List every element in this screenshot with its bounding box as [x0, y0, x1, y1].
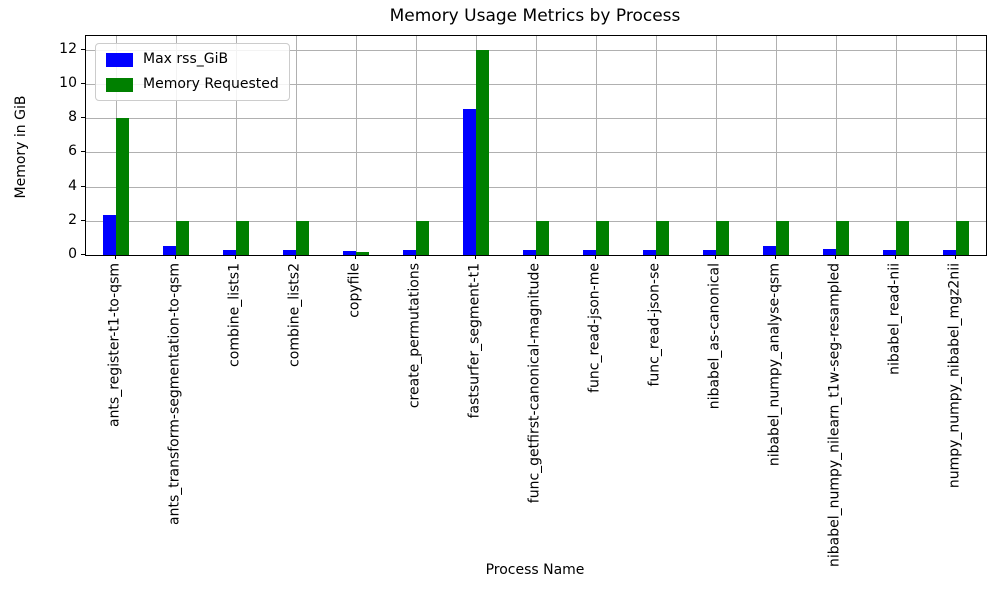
y-tick-mark: [81, 254, 85, 255]
y-tick-label: 8: [68, 109, 77, 126]
legend-item-memory-requested: Memory Requested: [106, 77, 279, 92]
y-tick-label: 12: [59, 40, 77, 57]
gridline-vertical: [416, 36, 417, 255]
x-tick-mark: [415, 255, 416, 259]
gridline-vertical: [296, 36, 297, 255]
y-tick-label: 6: [68, 143, 77, 160]
x-tick-mark: [475, 255, 476, 259]
y-tick-mark: [81, 151, 85, 153]
bar-max-rss: [643, 249, 656, 255]
x-tick-mark: [715, 255, 716, 259]
bar-memory-requested: [236, 220, 249, 255]
gridline-vertical: [836, 36, 837, 255]
y-tick-label: 4: [68, 177, 77, 194]
x-tick-label: ants_transform-segmentation-to-qsm: [166, 263, 183, 525]
bar-max-rss: [103, 214, 116, 255]
legend-swatch-max-rss: [106, 52, 133, 67]
x-tick-label: nibabel_read-nii: [886, 263, 903, 375]
bar-max-rss: [583, 249, 596, 255]
x-tick-label: create_permutations: [406, 263, 423, 409]
bar-max-rss: [523, 249, 536, 255]
x-tick-label: fastsurfer_segment-t1: [466, 263, 483, 419]
bar-memory-requested: [656, 220, 669, 255]
bar-max-rss: [823, 249, 836, 255]
bar-max-rss: [403, 249, 416, 255]
y-tick-mark: [81, 82, 85, 84]
x-tick-label: func_getfirst-canonical-magnitude: [526, 263, 543, 504]
x-tick-mark: [355, 255, 356, 259]
y-tick-mark: [81, 117, 85, 119]
gridline-vertical: [776, 36, 777, 255]
chart-title: Memory Usage Metrics by Process: [389, 6, 681, 26]
x-tick-label: combine_lists1: [226, 263, 243, 367]
x-axis-label: Process Name: [485, 562, 585, 578]
y-tick-label: 0: [68, 246, 77, 262]
x-tick-label: ants_register-t1-to-qsm: [106, 263, 123, 428]
x-tick-mark: [655, 255, 656, 259]
gridline-vertical: [656, 36, 657, 255]
legend-label-max-rss: Max rss_GiB: [143, 51, 229, 67]
x-tick-label: copyfile: [346, 263, 363, 318]
x-tick-label: nibabel_as-canonical: [706, 263, 723, 410]
bar-max-rss: [883, 249, 896, 255]
x-tick-mark: [115, 255, 116, 259]
bar-memory-requested: [956, 220, 969, 255]
bar-max-rss: [163, 245, 176, 255]
bar-max-rss: [763, 246, 776, 255]
x-tick-mark: [535, 255, 536, 259]
x-tick-label: combine_lists2: [286, 263, 303, 367]
bar-memory-requested: [476, 49, 489, 255]
x-tick-mark: [295, 255, 296, 259]
x-tick-mark: [775, 255, 776, 259]
bar-max-rss: [703, 249, 716, 255]
bar-memory-requested: [176, 220, 189, 255]
y-axis-label: Memory in GiB: [13, 95, 29, 199]
bar-memory-requested: [896, 220, 909, 255]
gridline-vertical: [176, 36, 177, 255]
gridline-vertical: [956, 36, 957, 255]
bar-memory-requested: [596, 220, 609, 255]
x-tick-mark: [595, 255, 596, 259]
legend-label-memory-requested: Memory Requested: [143, 76, 279, 92]
bar-memory-requested: [356, 251, 369, 255]
gridline-vertical: [536, 36, 537, 255]
x-tick-mark: [235, 255, 236, 259]
bar-max-rss: [283, 249, 296, 255]
bar-memory-requested: [716, 220, 729, 255]
legend: Max rss_GiB Memory Requested: [95, 43, 290, 101]
x-tick-mark: [175, 255, 176, 259]
gridline-vertical: [716, 36, 717, 255]
legend-swatch-memory-requested: [106, 77, 133, 92]
bar-memory-requested: [776, 220, 789, 255]
x-tick-label: func_read-json-me: [586, 263, 603, 393]
bar-memory-requested: [836, 220, 849, 255]
bar-max-rss: [943, 249, 956, 255]
bar-memory-requested: [296, 220, 309, 255]
gridline-vertical: [356, 36, 357, 255]
bar-memory-requested: [416, 220, 429, 255]
y-tick-mark: [81, 219, 85, 221]
gridline-vertical: [596, 36, 597, 255]
bar-memory-requested: [536, 220, 549, 255]
gridline-vertical: [896, 36, 897, 255]
x-tick-mark: [955, 255, 956, 259]
x-tick-mark: [895, 255, 896, 259]
x-tick-label: numpy_numpy_nibabel_mgz2nii: [946, 263, 963, 489]
y-tick-mark: [81, 185, 85, 187]
bar-max-rss: [343, 250, 356, 255]
y-tick-label: 10: [59, 74, 77, 91]
legend-item-max-rss: Max rss_GiB: [106, 52, 279, 67]
gridline-vertical: [236, 36, 237, 255]
x-tick-label: func_read-json-se: [646, 263, 663, 387]
y-tick-mark: [81, 48, 85, 50]
y-tick-label: 2: [68, 211, 77, 228]
bar-max-rss: [223, 249, 236, 255]
x-tick-label: nibabel_numpy_nilearn_t1w-seg-resampled: [826, 263, 843, 567]
x-tick-mark: [835, 255, 836, 259]
x-tick-label: nibabel_numpy_analyse-qsm: [766, 263, 783, 467]
bar-max-rss: [463, 108, 476, 255]
plot-area: Max rss_GiB Memory Requested: [85, 35, 987, 256]
bar-memory-requested: [116, 118, 129, 255]
